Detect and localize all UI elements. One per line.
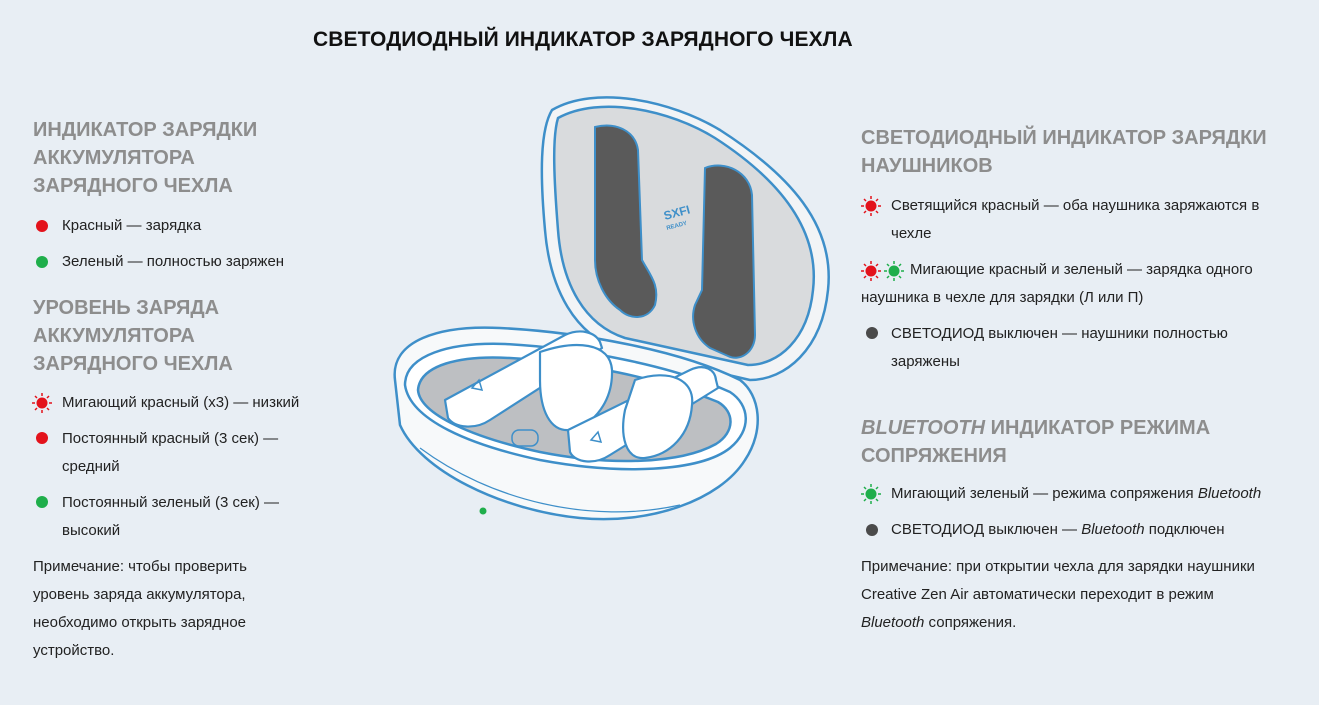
list-item: Мигающие красный и зеленый — зарядка одн… [910, 261, 1253, 278]
left-note: Примечание: чтобы проверить уровень заря… [33, 558, 247, 659]
list-item: Мигающий зеленый — режима сопряжения Blu… [891, 485, 1262, 502]
list-item: Зеленый — полностью заряжен [62, 253, 285, 270]
page-title: СВЕТОДИОДНЫЙ ИНДИКАТОР ЗАРЯДНОГО ЧЕХЛА [313, 28, 853, 51]
earbud-charging-indicator-heading: СВЕТОДИОДНЫЙ ИНДИКАТОР ЗАРЯДКИ НАУШНИКОВ [861, 127, 1267, 177]
list-item: Красный — зарядка [62, 217, 202, 234]
green-dot-icon [36, 256, 48, 268]
blinking-red-icon [861, 261, 881, 281]
case-battery-indicator-heading: ИНДИКАТОР ЗАРЯДКИ АККУМУЛЯТОРА ЗАРЯДНОГО… [33, 119, 258, 197]
charging-case-illustration: SXFI READY [393, 96, 830, 521]
list-item: Постоянный зеленый (3 сек) — высокий [62, 494, 280, 539]
gray-dot-icon [866, 524, 878, 536]
red-dot-icon [36, 432, 48, 444]
list-item: Светящийся красный — оба наушника заряжа… [891, 197, 1260, 242]
right-earbud-cavity [692, 164, 757, 359]
ready-logo: READY [666, 221, 688, 232]
case-led-indicator [479, 507, 487, 515]
list-item: СВЕТОДИОД выключен — Bluetooth подключен [891, 521, 1225, 538]
sxfi-logo: SXFI [662, 202, 691, 222]
left-earbud-cavity [594, 124, 658, 318]
blinking-green-icon [861, 484, 881, 504]
right-note: Примечание: при открытии чехла для заряд… [861, 558, 1255, 631]
list-item-continued: наушника в чехле для зарядки (Л или П) [861, 289, 1144, 306]
gray-dot-icon [866, 327, 878, 339]
bluetooth-pairing-heading: BLUETOOTH ИНДИКАТОР РЕЖИМА СОПРЯЖЕНИЯ [861, 417, 1211, 467]
blinking-red-icon [32, 393, 52, 413]
green-dot-icon [36, 496, 48, 508]
red-dot-icon [36, 220, 48, 232]
list-item: СВЕТОДИОД выключен — наушники полностью … [891, 325, 1228, 370]
list-item: Постоянный красный (3 сек) — средний [62, 430, 279, 475]
blinking-red-icon [861, 196, 881, 216]
case-charge-level-heading: УРОВЕНЬ ЗАРЯДА АККУМУЛЯТОРА ЗАРЯДНОГО ЧЕ… [33, 297, 233, 375]
list-item: Мигающий красный (x3) — низкий [62, 394, 300, 411]
blinking-green-icon [884, 261, 904, 281]
